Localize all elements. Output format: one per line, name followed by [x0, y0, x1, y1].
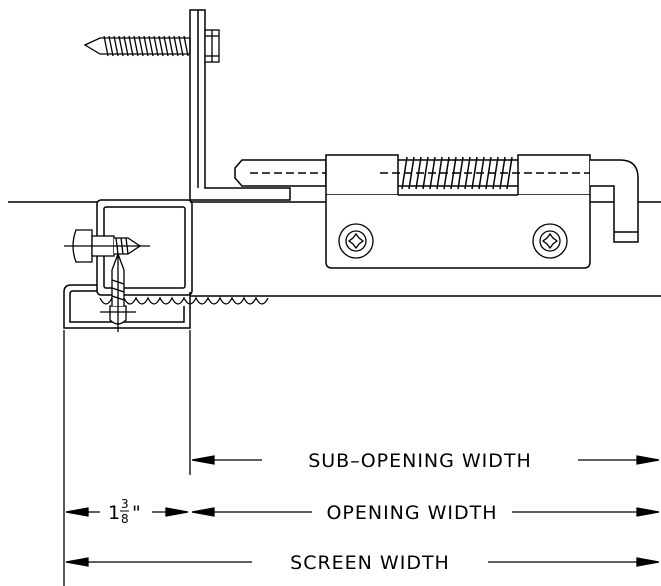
offset-numerator: 3 — [121, 497, 129, 511]
offset-fraction-label: 1 3 8 " — [108, 497, 141, 526]
dimension-opening-width — [191, 507, 660, 517]
dimension-offset — [65, 507, 189, 517]
dimension-screen-width — [65, 557, 660, 567]
vertical-screw-icon — [100, 252, 136, 332]
sub-opening-width-label: SUB–OPENING WIDTH — [308, 450, 532, 472]
offset-unit: " — [132, 502, 141, 524]
dimension-sub-opening-width — [191, 455, 660, 465]
spring-latch — [234, 154, 639, 269]
torx-rivet-left-icon — [338, 223, 374, 259]
torx-rivet-right-icon — [532, 223, 568, 259]
screen-channel — [63, 284, 191, 329]
screen-mesh-edge — [99, 296, 269, 305]
side-screw-icon — [64, 229, 150, 263]
extension-lines — [63, 330, 191, 586]
wood-screw-icon — [83, 29, 220, 63]
offset-whole: 1 — [108, 502, 120, 524]
opening-width-label: OPENING WIDTH — [326, 502, 497, 524]
offset-denominator: 8 — [121, 512, 129, 526]
screen-width-label: SCREEN WIDTH — [290, 552, 450, 574]
